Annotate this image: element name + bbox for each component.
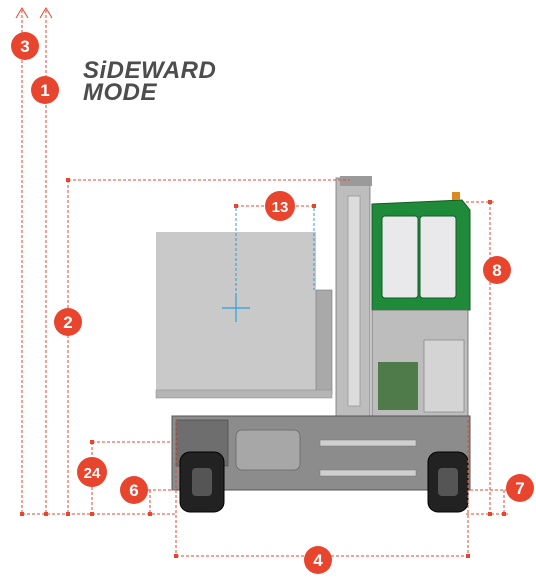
tick-13-right xyxy=(312,204,316,208)
badge-4: 4 xyxy=(304,546,332,574)
tick-2-top xyxy=(66,178,70,182)
tick-8-base xyxy=(488,512,492,516)
badge-1: 1 xyxy=(31,76,59,104)
badge-2-label: 2 xyxy=(63,313,72,332)
badge-7: 7 xyxy=(506,474,534,502)
cab-window-right xyxy=(419,215,457,299)
tick-4-right xyxy=(466,554,470,558)
badge-13: 13 xyxy=(265,191,295,221)
badge-7-label: 7 xyxy=(515,479,524,498)
step-1 xyxy=(319,439,417,447)
tick-1-base xyxy=(44,512,48,516)
badge-6: 6 xyxy=(120,476,148,504)
mast-cylinder xyxy=(347,195,361,407)
mode-title-line1: SiDEWARD xyxy=(83,57,217,84)
badge-8: 8 xyxy=(483,256,511,284)
badge-24: 24 xyxy=(77,457,107,487)
tick-6-base xyxy=(148,512,152,516)
step-2 xyxy=(319,469,417,477)
fork-blade xyxy=(155,389,333,399)
cab-window-left xyxy=(381,215,419,299)
mode-title: SiDEWARD MODE xyxy=(83,57,217,106)
tick-24-top xyxy=(90,440,94,444)
arrowheads xyxy=(15,7,53,19)
rear-wheel-rim xyxy=(438,468,458,496)
badge-6-label: 6 xyxy=(129,481,138,500)
tick-2-base xyxy=(66,512,70,516)
engine-detail xyxy=(378,362,418,410)
mast-top xyxy=(340,176,372,186)
tick-24-base xyxy=(90,512,94,516)
beacon-light xyxy=(452,192,460,200)
chassis-inner xyxy=(235,429,301,471)
badge-4-label: 4 xyxy=(313,551,323,570)
hydraulic-panel xyxy=(423,339,465,413)
tick-3-base xyxy=(20,512,24,516)
fork-carriage xyxy=(315,289,333,395)
arrowhead-3 xyxy=(15,7,29,19)
tick-8-top xyxy=(488,200,492,204)
badge-1-label: 1 xyxy=(40,81,49,100)
tick-7-base xyxy=(502,512,506,516)
badge-3: 3 xyxy=(11,32,39,60)
front-wheel-rim xyxy=(192,468,212,496)
badge-2: 2 xyxy=(54,308,82,336)
tick-13-left xyxy=(234,204,238,208)
badge-13-label: 13 xyxy=(272,199,289,216)
arrowhead-1 xyxy=(39,7,53,19)
tick-markers xyxy=(20,178,506,558)
badge-8-label: 8 xyxy=(492,261,501,280)
tick-4-left xyxy=(174,554,178,558)
badge-24-label: 24 xyxy=(84,465,101,482)
mode-title-line2: MODE xyxy=(83,79,157,106)
badge-3-label: 3 xyxy=(20,37,29,56)
